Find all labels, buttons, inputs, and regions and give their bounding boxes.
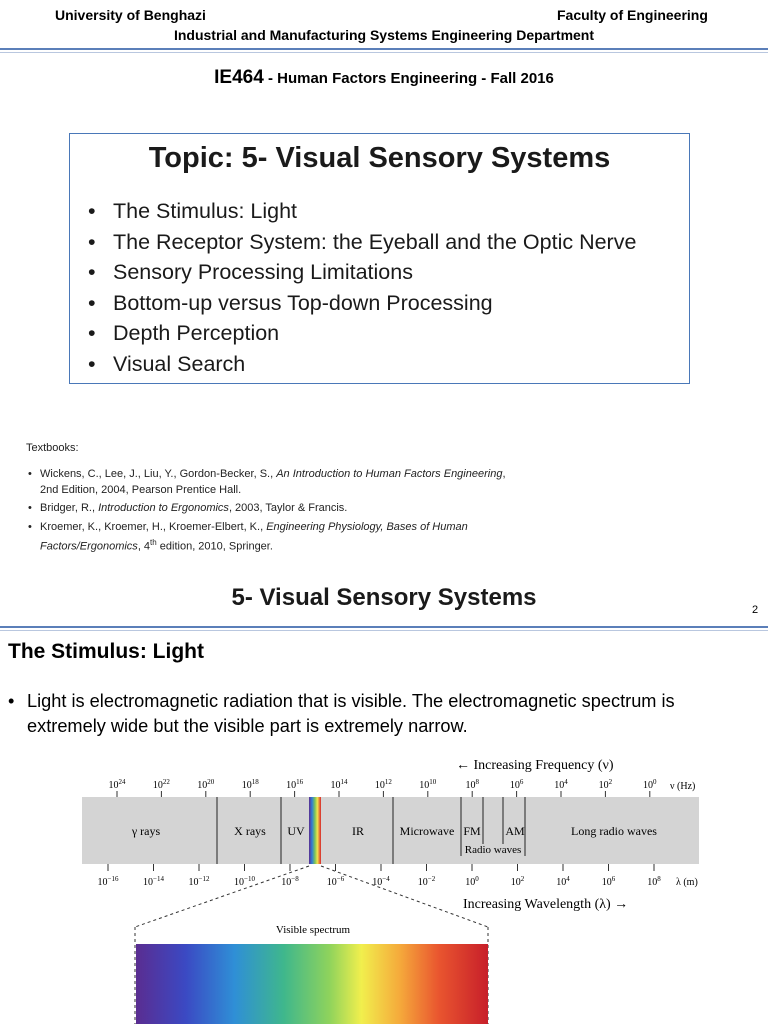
wavelength-tick-label: 106 — [602, 875, 616, 888]
header-rule — [0, 48, 768, 50]
topic-item: The Stimulus: Light — [88, 196, 636, 227]
wavelength-tick-label: 10−16 — [98, 875, 119, 888]
visible-spectrum-gradient — [136, 944, 488, 1024]
university-name: University of Benghazi — [55, 7, 206, 23]
textbooks-section: Textbooks: Wickens, C., Lee, J., Liu, Y.… — [26, 442, 510, 558]
frequency-caption: ← Increasing Frequency (ν) — [456, 758, 614, 773]
wavelength-tick-label: 10−12 — [189, 875, 210, 888]
frequency-tick-label: 1022 — [153, 778, 171, 791]
section-heading: The Stimulus: Light — [8, 640, 204, 663]
band-label-microwave: Microwave — [400, 824, 455, 838]
frequency-tick-label: 1014 — [331, 778, 349, 791]
header-rule-thin — [0, 52, 768, 53]
wavelength-tick-label: 10−14 — [143, 875, 164, 888]
band-label-radio-waves: Radio waves — [465, 844, 522, 856]
frequency-tick-label: 106 — [510, 778, 524, 791]
textbook-ref: Bridger, R., Introduction to Ergonomics,… — [26, 501, 510, 517]
topic-item: The Receptor System: the Eyeball and the… — [88, 227, 636, 258]
frequency-tick-label: 1010 — [419, 778, 437, 791]
visible-band — [309, 797, 321, 864]
topic-item: Sensory Processing Limitations — [88, 257, 636, 288]
slide2-rule — [0, 626, 768, 628]
wavelength-tick-label: 108 — [647, 875, 661, 888]
frequency-tick-label: 108 — [465, 778, 479, 791]
wavelength-caption: Increasing Wavelength (λ) → — [463, 897, 628, 912]
frequency-tick-label: 102 — [599, 778, 613, 791]
department-name: Industrial and Manufacturing Systems Eng… — [173, 27, 595, 43]
spectrum-band — [82, 797, 699, 864]
topic-box: Topic: 5- Visual Sensory Systems The Sti… — [69, 133, 690, 384]
textbook-ref: Kroemer, K., Kroemer, H., Kroemer-Elbert… — [26, 520, 510, 556]
slide2-title: 5- Visual Sensory Systems — [231, 584, 537, 611]
wavelength-tick-label: 10−4 — [372, 875, 390, 888]
topic-list: The Stimulus: Light The Receptor System:… — [88, 196, 636, 380]
frequency-tick-label: 1024 — [109, 778, 127, 791]
frequency-tick-label: 1018 — [242, 778, 260, 791]
wavelength-tick-label: 102 — [511, 875, 525, 888]
frequency-tick-label: 100 — [643, 778, 657, 791]
wavelength-tick-label: 10−2 — [418, 875, 436, 888]
frequency-unit: ν (Hz) — [670, 781, 695, 792]
band-label-uv: UV — [287, 824, 305, 838]
wavelength-unit: λ (m) — [676, 877, 698, 888]
wavelength-tick-label: 100 — [465, 875, 479, 888]
wavelength-tick-label: 10−10 — [234, 875, 255, 888]
topic-title: Topic: 5- Visual Sensory Systems — [148, 142, 611, 174]
textbooks-title: Textbooks: — [26, 442, 79, 454]
textbook-ref: Wickens, C., Lee, J., Liu, Y., Gordon-Be… — [26, 467, 510, 498]
frequency-tick-label: 104 — [554, 778, 568, 791]
wavelength-tick-label: 10−8 — [281, 875, 299, 888]
band-label-ir: IR — [352, 824, 364, 838]
frequency-ticks: 1024 1022 1020 1018 1016 1014 1012 1010 108 106 10… — [109, 778, 657, 797]
band-label-long-radio: Long radio waves — [571, 824, 657, 838]
frequency-tick-label: 1020 — [197, 778, 215, 791]
light-paragraph: •Light is electromagnetic radiation that… — [8, 691, 675, 736]
faculty-name: Faculty of Engineering — [557, 7, 708, 23]
topic-item: Depth Perception — [88, 318, 636, 349]
visible-spectrum-label: Visible spectrum — [276, 924, 351, 936]
band-label-xray: X rays — [234, 824, 266, 838]
page-number: 2 — [752, 604, 759, 616]
topic-item: Bottom-up versus Top-down Processing — [88, 288, 636, 319]
band-label-fm: FM — [463, 824, 481, 838]
wavelength-tick-label: 10−6 — [327, 875, 345, 888]
course-code: IE464 — [214, 67, 264, 88]
course-line: IE464 - Human Factors Engineering - Fall… — [0, 67, 768, 89]
topic-item: Visual Search — [88, 349, 636, 380]
wavelength-ticks: 10−16 10−14 10−12 10−10 10−8 10−6 10−4 10−2 100 1… — [98, 864, 661, 888]
band-label-gamma: γ rays — [131, 824, 161, 838]
frequency-tick-label: 1016 — [286, 778, 304, 791]
zoom-line-left — [134, 865, 310, 928]
frequency-tick-label: 1012 — [375, 778, 393, 791]
course-title: - Human Factors Engineering - Fall 2016 — [263, 70, 554, 87]
band-label-am: AM — [505, 824, 525, 838]
wavelength-tick-label: 104 — [556, 875, 570, 888]
slide2-rule-thin — [0, 630, 768, 631]
